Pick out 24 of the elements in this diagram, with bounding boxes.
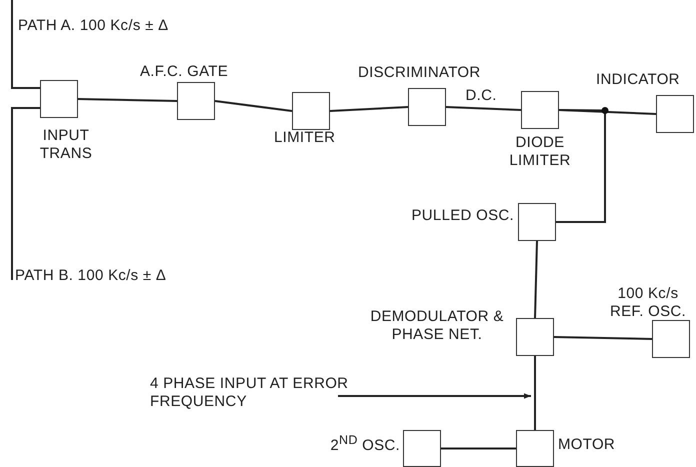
arrow: [338, 393, 531, 399]
signal-line: [11, 107, 40, 280]
block-label: A.F.C. GATE: [140, 63, 230, 81]
signal-line: [214, 100, 292, 112]
signal-line: [330, 106, 408, 112]
block-label: INPUT TRANS: [38, 127, 94, 163]
signal-line: [446, 106, 522, 111]
block-label: MOTOR: [558, 436, 616, 454]
signal-line: [534, 240, 538, 318]
signal-line: [78, 98, 178, 102]
signal-line: [534, 356, 536, 430]
signal-line: [11, 0, 40, 89]
signal-line: [556, 109, 606, 223]
block-label: DISCRIMINATOR: [358, 64, 482, 82]
block-label: 100 Kc/s REF. OSC.: [608, 285, 688, 321]
signal-line: [554, 336, 652, 340]
block-label: INDICATOR: [596, 71, 681, 89]
block-label: DIODE LIMITER: [508, 134, 572, 170]
block-label: 2$^{ND}$ OSC.: [329, 432, 400, 455]
block-label: 4 PHASE INPUT AT ERROR FREQUENCY: [150, 375, 350, 411]
block-label: LIMITER: [274, 129, 336, 147]
block-label: DEMODULATOR & PHASE NET.: [369, 308, 505, 344]
signal-line: [441, 448, 516, 450]
block-label: PULLED OSC.: [410, 207, 514, 225]
